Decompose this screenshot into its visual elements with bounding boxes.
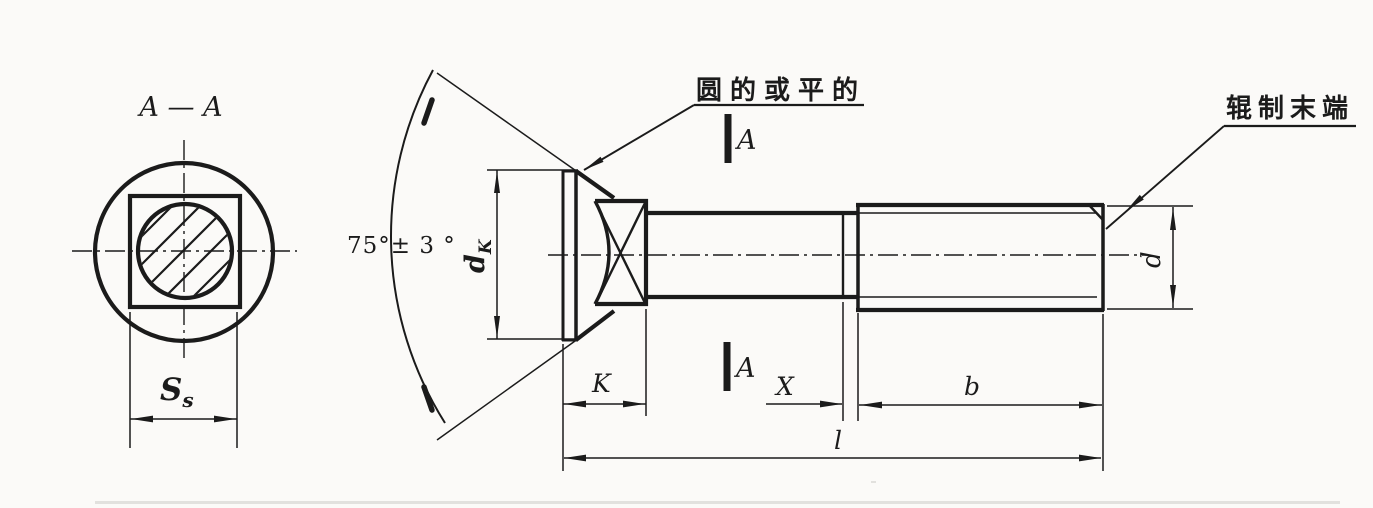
dimension-b-label: b — [964, 372, 980, 401]
section-mark-lower: A — [723, 342, 756, 391]
dimension-s-label: Ss — [160, 372, 194, 412]
dimension-l: l — [564, 314, 1104, 471]
square-neck-outline — [127, 193, 243, 310]
dimension-x-label: X — [774, 372, 795, 401]
section-view-title: A — A — [136, 92, 222, 123]
thread — [856, 202, 1105, 313]
shank — [644, 210, 858, 300]
dimension-head-angle: 75°± 3 ° — [347, 69, 590, 441]
scan-artifact-streak — [95, 501, 1340, 504]
section-mark-lower-label: A — [733, 353, 756, 384]
dimension-d-label: d — [1137, 251, 1167, 268]
shank-section-hatching — [140, 206, 230, 296]
dimension-dk: dK — [460, 169, 578, 340]
shank-section-circle — [135, 201, 235, 301]
head-note-text: 圆的或平的 — [696, 75, 866, 106]
section-view: A — A — [72, 92, 297, 448]
head-circle — [92, 160, 276, 344]
dimension-x: X — [766, 302, 859, 421]
dimension-dk-label: dK — [460, 238, 496, 273]
square-neck-diagonal-2 — [594, 202, 647, 304]
dimension-b: b — [859, 372, 1102, 409]
end-chamfer — [1088, 204, 1104, 221]
dimension-l-label: l — [834, 426, 842, 455]
dimension-d: d — [1107, 205, 1193, 310]
dimension-k-label: K — [591, 369, 612, 398]
end-note-text: 辊制末端 — [1226, 93, 1354, 124]
dimension-s: Ss — [129, 312, 238, 448]
scan-artifact-speck — [871, 481, 876, 483]
main-view: 75°± 3 ° dK 圆的或平的 辊制末端 — [347, 69, 1356, 471]
section-mark-upper-label: A — [734, 125, 757, 156]
angle-label: 75°± 3 ° — [347, 233, 456, 259]
dimension-k: K — [562, 309, 647, 471]
section-mark-upper: A — [724, 114, 757, 163]
end-note: 辊制末端 — [1105, 93, 1356, 230]
head-note: 圆的或平的 — [583, 75, 866, 171]
square-neck-side — [593, 198, 649, 307]
